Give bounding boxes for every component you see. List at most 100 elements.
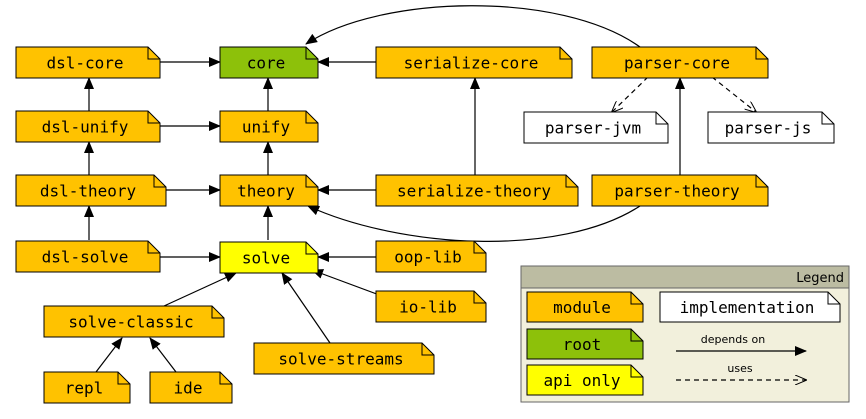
node-solve-classic-box bbox=[43, 305, 225, 338]
node-dsl-theory: dsl-theory bbox=[15, 174, 167, 207]
node-core-fold bbox=[305, 47, 318, 60]
legend-api-only-box bbox=[526, 364, 644, 396]
node-dsl-core-fold bbox=[147, 47, 160, 60]
edge-ide-to-solve-classic bbox=[149, 337, 177, 373]
edge-parser-core-uses-parser-js bbox=[711, 76, 756, 112]
legend-swatches: module implementation root api only bbox=[526, 291, 841, 396]
node-ide-fold bbox=[219, 372, 232, 385]
node-dsl-unify: dsl-unify bbox=[15, 110, 161, 143]
nodes: dsl-core core serialize-core parser-core par… bbox=[15, 46, 835, 404]
node-dsl-unify-fold bbox=[147, 111, 160, 124]
node-parser-core-label: parser-core bbox=[624, 54, 730, 73]
node-parser-theory-label: parser-theory bbox=[614, 182, 740, 201]
legend-title: Legend bbox=[796, 271, 844, 286]
node-parser-jvm-label: parser-jvm bbox=[545, 119, 641, 138]
node-serialize-core-fold bbox=[559, 47, 572, 60]
node-serialize-theory: serialize-theory bbox=[375, 174, 579, 207]
node-dsl-solve-fold bbox=[147, 241, 160, 254]
node-parser-js: parser-js bbox=[707, 111, 835, 144]
legend-header bbox=[520, 265, 850, 289]
edge-parser-core-uses-parser-jvm bbox=[612, 76, 649, 112]
node-parser-jvm-fold bbox=[655, 112, 668, 125]
node-repl-label: repl bbox=[65, 379, 104, 398]
node-oop-lib-box bbox=[375, 240, 487, 273]
node-solve-streams: solve-streams bbox=[253, 342, 435, 375]
node-parser-theory: parser-theory bbox=[591, 174, 769, 207]
legend-uses-label: uses bbox=[727, 362, 752, 375]
node-parser-core-box bbox=[591, 46, 769, 79]
legend-module-box bbox=[526, 291, 644, 323]
node-oop-lib: oop-lib bbox=[375, 240, 487, 273]
legend-implementation: implementation bbox=[659, 291, 841, 323]
node-solve-classic-label: solve-classic bbox=[68, 313, 193, 332]
node-theory: theory bbox=[219, 174, 319, 207]
legend-root: root bbox=[526, 328, 644, 360]
node-unify-fold bbox=[305, 111, 318, 124]
node-solve-classic: solve-classic bbox=[43, 305, 225, 338]
node-solve-label: solve bbox=[242, 249, 290, 268]
edge-parser-theory-to-theory bbox=[307, 205, 641, 242]
node-dsl-theory-label: dsl-theory bbox=[40, 182, 137, 201]
node-theory-label: theory bbox=[237, 182, 295, 201]
node-serialize-core-label: serialize-core bbox=[404, 54, 539, 73]
node-serialize-theory-box bbox=[375, 174, 579, 207]
node-solve-box bbox=[219, 241, 319, 274]
edge-repl-to-solve-classic bbox=[95, 337, 123, 373]
node-serialize-core: serialize-core bbox=[375, 46, 573, 79]
node-theory-box bbox=[219, 174, 319, 207]
node-repl-box bbox=[43, 371, 131, 404]
node-core: core bbox=[219, 46, 319, 79]
node-solve-fold bbox=[305, 242, 318, 255]
node-dsl-unify-label: dsl-unify bbox=[42, 118, 129, 137]
legend-api-only: api only bbox=[526, 364, 644, 396]
node-serialize-theory-fold bbox=[565, 175, 578, 188]
node-solve-streams-fold bbox=[421, 343, 434, 356]
node-serialize-core-box bbox=[375, 46, 573, 79]
node-serialize-theory-label: serialize-theory bbox=[397, 182, 551, 201]
node-dsl-solve: dsl-solve bbox=[15, 240, 161, 273]
node-parser-jvm-box bbox=[523, 111, 669, 144]
node-dsl-solve-box bbox=[15, 240, 161, 273]
legend-implementation-fold bbox=[827, 292, 840, 305]
node-io-lib: io-lib bbox=[375, 290, 487, 323]
edges bbox=[84, 5, 756, 373]
node-oop-lib-label: oop-lib bbox=[394, 248, 461, 267]
node-parser-js-label: parser-js bbox=[725, 119, 812, 138]
legend-root-label: root bbox=[563, 335, 602, 354]
node-dsl-unify-box bbox=[15, 110, 161, 143]
node-parser-core-fold bbox=[755, 47, 768, 60]
node-theory-fold bbox=[305, 175, 318, 188]
node-core-label: core bbox=[247, 54, 286, 73]
node-repl-fold bbox=[117, 372, 130, 385]
node-dsl-core: dsl-core bbox=[15, 46, 161, 79]
node-unify-box bbox=[219, 110, 319, 143]
edge-solve-classic-to-solve bbox=[163, 272, 237, 307]
legend-root-fold bbox=[630, 329, 643, 342]
legend-implementation-box bbox=[659, 291, 841, 323]
edge-parser-core-to-core bbox=[305, 5, 641, 48]
legend-module-label: module bbox=[553, 298, 611, 317]
node-ide: ide bbox=[149, 371, 233, 404]
node-dsl-theory-fold bbox=[153, 175, 166, 188]
node-parser-theory-fold bbox=[755, 175, 768, 188]
legend-depends-on-label: depends on bbox=[701, 333, 765, 346]
edge-io-lib-to-solve bbox=[311, 269, 383, 297]
node-core-box bbox=[219, 46, 319, 79]
node-solve-streams-box bbox=[253, 342, 435, 375]
node-ide-box bbox=[149, 371, 233, 404]
node-dsl-core-label: dsl-core bbox=[46, 54, 123, 73]
node-io-lib-fold bbox=[473, 291, 486, 304]
edge-solve-streams-to-solve bbox=[281, 272, 331, 344]
node-parser-core: parser-core bbox=[591, 46, 769, 79]
node-dsl-solve-label: dsl-solve bbox=[42, 248, 129, 267]
node-solve-streams-label: solve-streams bbox=[278, 350, 403, 369]
legend-module-fold bbox=[630, 292, 643, 305]
node-parser-theory-box bbox=[591, 174, 769, 207]
node-dsl-theory-box bbox=[15, 174, 167, 207]
node-solve: solve bbox=[219, 241, 319, 274]
node-ide-label: ide bbox=[174, 379, 203, 398]
node-parser-js-box bbox=[707, 111, 835, 144]
legend-module: module bbox=[526, 291, 644, 323]
